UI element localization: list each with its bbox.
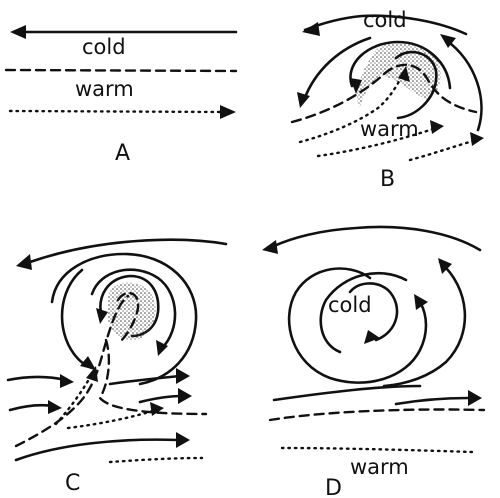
panel-c-letter: C [65, 471, 80, 496]
panel-c-front-core-loop [116, 291, 140, 344]
panel-c-outer-swirl [50, 252, 198, 386]
panel-b-warm-arrowhead-3 [470, 132, 484, 146]
panel-b-warm-flow-1 [298, 70, 406, 144]
panel-d-spiral-inner-arrowhead [364, 330, 380, 344]
panel-d-letter: D [325, 476, 342, 498]
panel-c-middle-swirl [90, 268, 177, 350]
panel-c: C [6, 238, 228, 496]
panel-b-warm-flow-3 [408, 138, 478, 162]
panel-d-top-cold-flow [272, 225, 482, 252]
panel-c-left-flow-1 [6, 375, 68, 382]
panel-c-top-cold-arrowhead [16, 254, 32, 270]
panel-c-top-cold-flow [28, 238, 228, 264]
panel-c-middle-swirl-arrowhead [156, 340, 168, 356]
panel-c-left-flow-1-arrowhead [60, 374, 74, 388]
panel-a-front-line [4, 68, 238, 73]
panel-b-left-cold-flow [302, 36, 372, 102]
panel-c-inner-swirl-arrowhead [96, 308, 108, 324]
panel-b-warm-label: warm [360, 117, 419, 141]
panel-a-cold-arrowhead [10, 25, 26, 39]
panel-c-left-flow-2-arrowhead [48, 400, 62, 414]
panel-c-right-flow-2 [138, 394, 184, 404]
panel-d-spiral-inner [348, 282, 399, 342]
panel-a-cold-label: cold [82, 35, 126, 59]
panel-b-right-cold-flow [444, 38, 483, 132]
panel-c-bottom-cold-arrowhead [176, 432, 190, 448]
panel-d-lower-cold-arrowhead [468, 390, 482, 406]
panel-b-stippled-cold-pool [357, 41, 441, 108]
panel-a-warm-flow-line [8, 109, 224, 114]
panel-b-outer-cold-flow [303, 14, 468, 36]
panel-d-top-cold-arrowhead [262, 240, 278, 254]
panel-a: cold warm A [4, 25, 238, 166]
panel-b-right-cold-arrowhead [440, 34, 456, 48]
panel-c-bottom-warm-flow [108, 456, 204, 464]
panel-d-warm-label: warm [350, 455, 409, 479]
panel-c-right-flow-2-arrowhead [178, 388, 192, 404]
panel-b-letter: B [380, 167, 395, 192]
panel-d-spiral-middle [319, 271, 408, 354]
panel-d-spiral-outer [287, 267, 428, 384]
panel-d: cold warm D [262, 225, 486, 498]
panel-b-center-arrowhead [350, 78, 362, 94]
panel-c-bottom-cold-flow [14, 438, 180, 462]
panel-b-warm-arrowhead-2 [430, 120, 444, 134]
panel-c-left-swirl-arrowhead [80, 356, 96, 370]
panel-b-left-cold-arrowhead [297, 92, 310, 108]
panel-b: cold warm B [290, 8, 484, 192]
panel-b-outer-cold-arrowhead [302, 22, 320, 36]
panel-d-spiral-right-arrowhead [438, 258, 452, 274]
panel-c-left-swirl [60, 268, 94, 370]
panel-b-front-line [290, 63, 478, 124]
panel-c-stippled-cold-core [108, 282, 156, 340]
panel-b-inner-cold-swirl [394, 50, 438, 120]
panel-c-warm-flow-2 [66, 408, 158, 430]
panel-d-spiral-outer-arrowhead [414, 294, 428, 310]
panel-a-letter: A [115, 141, 130, 166]
panel-a-warm-label: warm [75, 77, 134, 101]
panel-c-right-flow-1-arrowhead [176, 368, 190, 384]
panel-d-spiral-right [382, 260, 467, 388]
panel-b-warm-flow-2 [316, 126, 438, 158]
panel-b-cold-label: cold [363, 8, 407, 32]
panel-c-left-flow-2 [8, 403, 56, 412]
panel-c-front-branch-right [98, 338, 208, 416]
panel-c-warm-arrowhead-2 [150, 402, 164, 416]
panel-d-front-line [268, 408, 486, 422]
panel-b-warm-arrowhead-1 [398, 66, 410, 82]
panel-c-right-flow-1 [108, 374, 182, 386]
panel-d-lower-cold-flow-2 [394, 396, 470, 406]
panel-d-warm-flow [280, 446, 474, 454]
panel-a-warm-arrowhead [220, 105, 236, 119]
panel-b-center-curl [349, 40, 452, 90]
panel-d-cold-label: cold [328, 293, 372, 317]
panel-d-lower-cold-flow-1 [272, 384, 422, 402]
panel-c-warm-arrowhead-1 [86, 366, 98, 382]
